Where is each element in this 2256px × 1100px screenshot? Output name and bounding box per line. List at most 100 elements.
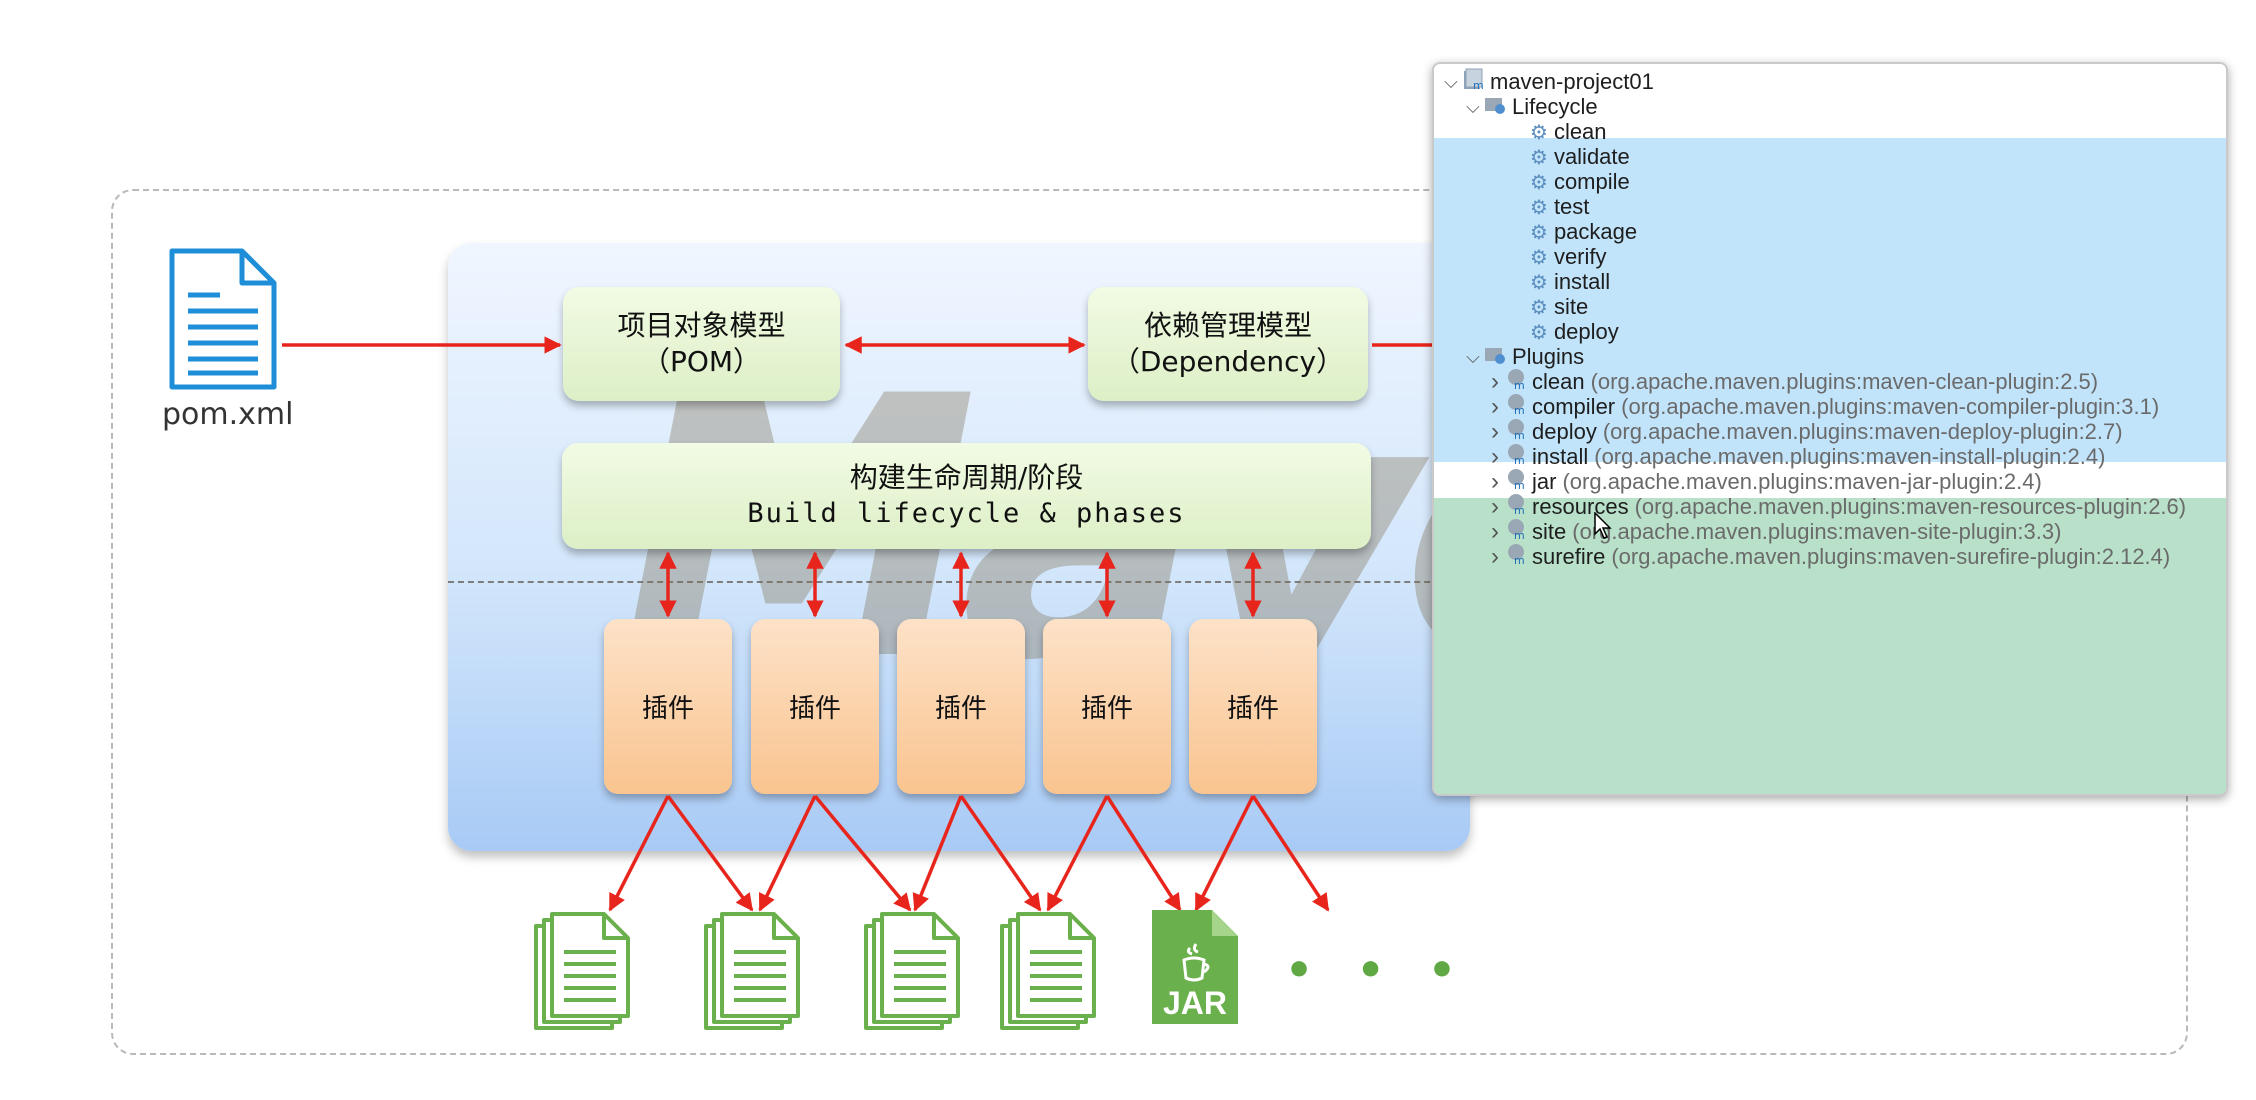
svg-text:m: m bbox=[1514, 429, 1525, 440]
gear-icon: ⚙ bbox=[1530, 196, 1548, 219]
plugin-coordinates: (org.apache.maven.plugins:maven-compiler… bbox=[1621, 394, 2160, 419]
plugin-coordinates: (org.apache.maven.plugins:maven-site-plu… bbox=[1572, 519, 2062, 544]
lifecycle-phase-label: test bbox=[1553, 194, 1590, 219]
more-outputs-ellipsis: • • • bbox=[1285, 945, 1471, 996]
gear-icon: ⚙ bbox=[1530, 296, 1548, 319]
dependency-model-subtitle: （Dependency） bbox=[1111, 345, 1345, 378]
gear-icon: ⚙ bbox=[1530, 146, 1548, 169]
gear-icon: ⚙ bbox=[1530, 246, 1548, 269]
lifecycle-phase-label: verify bbox=[1553, 244, 1607, 269]
maven-plugin-icon: m bbox=[1506, 543, 1526, 571]
chevron-down-icon[interactable]: ⌵ bbox=[1466, 96, 1480, 117]
svg-text:m: m bbox=[1473, 79, 1484, 91]
chevron-right-icon[interactable]: › bbox=[1491, 493, 1499, 520]
chevron-right-icon[interactable]: › bbox=[1491, 468, 1499, 495]
lifecycle-phase-item[interactable]: ⚙validate bbox=[1434, 139, 2226, 175]
maven-plugin-icon: m bbox=[1506, 393, 1526, 421]
pom-model-box: 项目对象模型 （POM） bbox=[563, 287, 840, 401]
output-document-icon bbox=[534, 912, 630, 1030]
plugin-output-arrow bbox=[1194, 795, 1255, 912]
lifecycle-phase-item[interactable]: ⚙deploy bbox=[1434, 314, 2226, 350]
chevron-right-icon[interactable]: › bbox=[1491, 543, 1499, 570]
svg-text:m: m bbox=[1514, 479, 1525, 490]
chevron-right-icon[interactable]: › bbox=[1491, 418, 1499, 445]
mouse-cursor-icon bbox=[1594, 512, 1612, 539]
gear-icon: ⚙ bbox=[1530, 321, 1548, 344]
chevron-right-icon[interactable]: › bbox=[1491, 443, 1499, 470]
chevron-right-icon[interactable]: › bbox=[1491, 518, 1499, 545]
plugin-name: resources bbox=[1532, 494, 1629, 519]
tree-node-lifecycle[interactable]: ⌵ Lifecycle bbox=[1434, 89, 2226, 125]
plugin-output-arrow bbox=[959, 795, 1042, 912]
plugin-name: clean bbox=[1532, 369, 1585, 394]
plugin-output-arrow bbox=[758, 795, 817, 912]
chevron-right-icon[interactable]: › bbox=[1491, 368, 1499, 395]
jar-label: JAR bbox=[1162, 985, 1227, 1021]
plugin-box: 插件 bbox=[1043, 619, 1171, 794]
lifecycle-label: Lifecycle bbox=[1512, 94, 1598, 119]
lifecycle-subtitle: Build lifecycle & phases bbox=[747, 498, 1186, 529]
lifecycle-box: 构建生命周期/阶段 Build lifecycle & phases bbox=[562, 443, 1371, 549]
lifecycle-phase-item[interactable]: ⚙verify bbox=[1434, 239, 2226, 275]
plugins-folder-icon bbox=[1484, 343, 1506, 371]
lifecycle-phase-label: deploy bbox=[1553, 319, 1619, 344]
maven-plugin-icon: m bbox=[1506, 468, 1526, 496]
lifecycle-phase-item[interactable]: ⚙package bbox=[1434, 214, 2226, 250]
plugin-name: install bbox=[1532, 444, 1589, 469]
plugin-coordinates: (org.apache.maven.plugins:maven-clean-pl… bbox=[1590, 369, 2099, 394]
pom-model-subtitle: （POM） bbox=[641, 345, 762, 378]
svg-text:m: m bbox=[1514, 554, 1525, 565]
plugin-name: site bbox=[1532, 519, 1567, 544]
plugin-name: jar bbox=[1532, 469, 1557, 494]
plugins-label: Plugins bbox=[1512, 344, 1585, 369]
plugin-coordinates: (org.apache.maven.plugins:maven-deploy-p… bbox=[1602, 419, 2123, 444]
chevron-down-icon[interactable]: ⌵ bbox=[1444, 71, 1458, 92]
tree-node-plugins[interactable]: ⌵ Plugins bbox=[1434, 339, 2226, 375]
lifecycle-phase-label: clean bbox=[1553, 119, 1607, 144]
plugins-highlight bbox=[1434, 498, 2226, 794]
output-document-icon bbox=[1000, 912, 1096, 1030]
plugin-coordinates: (org.apache.maven.plugins:maven-install-… bbox=[1594, 444, 2106, 469]
plugin-output-arrow bbox=[1251, 795, 1330, 912]
lifecycle-highlight bbox=[1434, 138, 2226, 462]
lifecycle-phase-item[interactable]: ⚙install bbox=[1434, 264, 2226, 300]
pom-model-title: 项目对象模型 bbox=[617, 309, 786, 342]
plugin-box: 插件 bbox=[1189, 619, 1317, 794]
svg-text:m: m bbox=[1514, 454, 1525, 465]
plugin-box: 插件 bbox=[897, 619, 1025, 794]
plugin-output-arrow bbox=[608, 795, 670, 912]
dependency-model-box: 依赖管理模型 （Dependency） bbox=[1088, 287, 1368, 401]
plugin-item[interactable]: › m install(org.apache.maven.plugins:maven… bbox=[1434, 439, 2226, 475]
plugin-name: compiler bbox=[1532, 394, 1616, 419]
tree-node-project[interactable]: ⌵ m maven-project01 bbox=[1434, 64, 2226, 100]
maven-project-icon: m bbox=[1462, 67, 1484, 97]
svg-text:m: m bbox=[1514, 379, 1525, 390]
lifecycle-phase-item[interactable]: ⚙site bbox=[1434, 289, 2226, 325]
lifecycle-phase-label: validate bbox=[1553, 144, 1630, 169]
lifecycle-title: 构建生命周期/阶段 bbox=[849, 461, 1084, 494]
lifecycle-phase-label: package bbox=[1553, 219, 1638, 244]
maven-plugin-icon: m bbox=[1506, 443, 1526, 471]
plugin-name: deploy bbox=[1532, 419, 1597, 444]
gear-icon: ⚙ bbox=[1530, 271, 1548, 294]
plugin-output-arrow bbox=[666, 794, 754, 912]
plugin-output-arrow bbox=[912, 795, 963, 912]
lifecycle-folder-icon bbox=[1484, 93, 1506, 121]
plugin-output-arrow bbox=[813, 794, 912, 912]
gear-icon: ⚙ bbox=[1530, 121, 1548, 144]
chevron-down-icon[interactable]: ⌵ bbox=[1466, 346, 1480, 367]
chevron-right-icon[interactable]: › bbox=[1491, 393, 1499, 420]
lifecycle-phase-item[interactable]: ⚙clean bbox=[1434, 114, 2226, 150]
maven-plugin-icon: m bbox=[1506, 418, 1526, 446]
lifecycle-phase-item[interactable]: ⚙compile bbox=[1434, 164, 2226, 200]
project-name: maven-project01 bbox=[1490, 69, 1654, 94]
plugin-coordinates: (org.apache.maven.plugins:maven-resource… bbox=[1634, 494, 2187, 519]
lifecycle-phase-item[interactable]: ⚙test bbox=[1434, 189, 2226, 225]
